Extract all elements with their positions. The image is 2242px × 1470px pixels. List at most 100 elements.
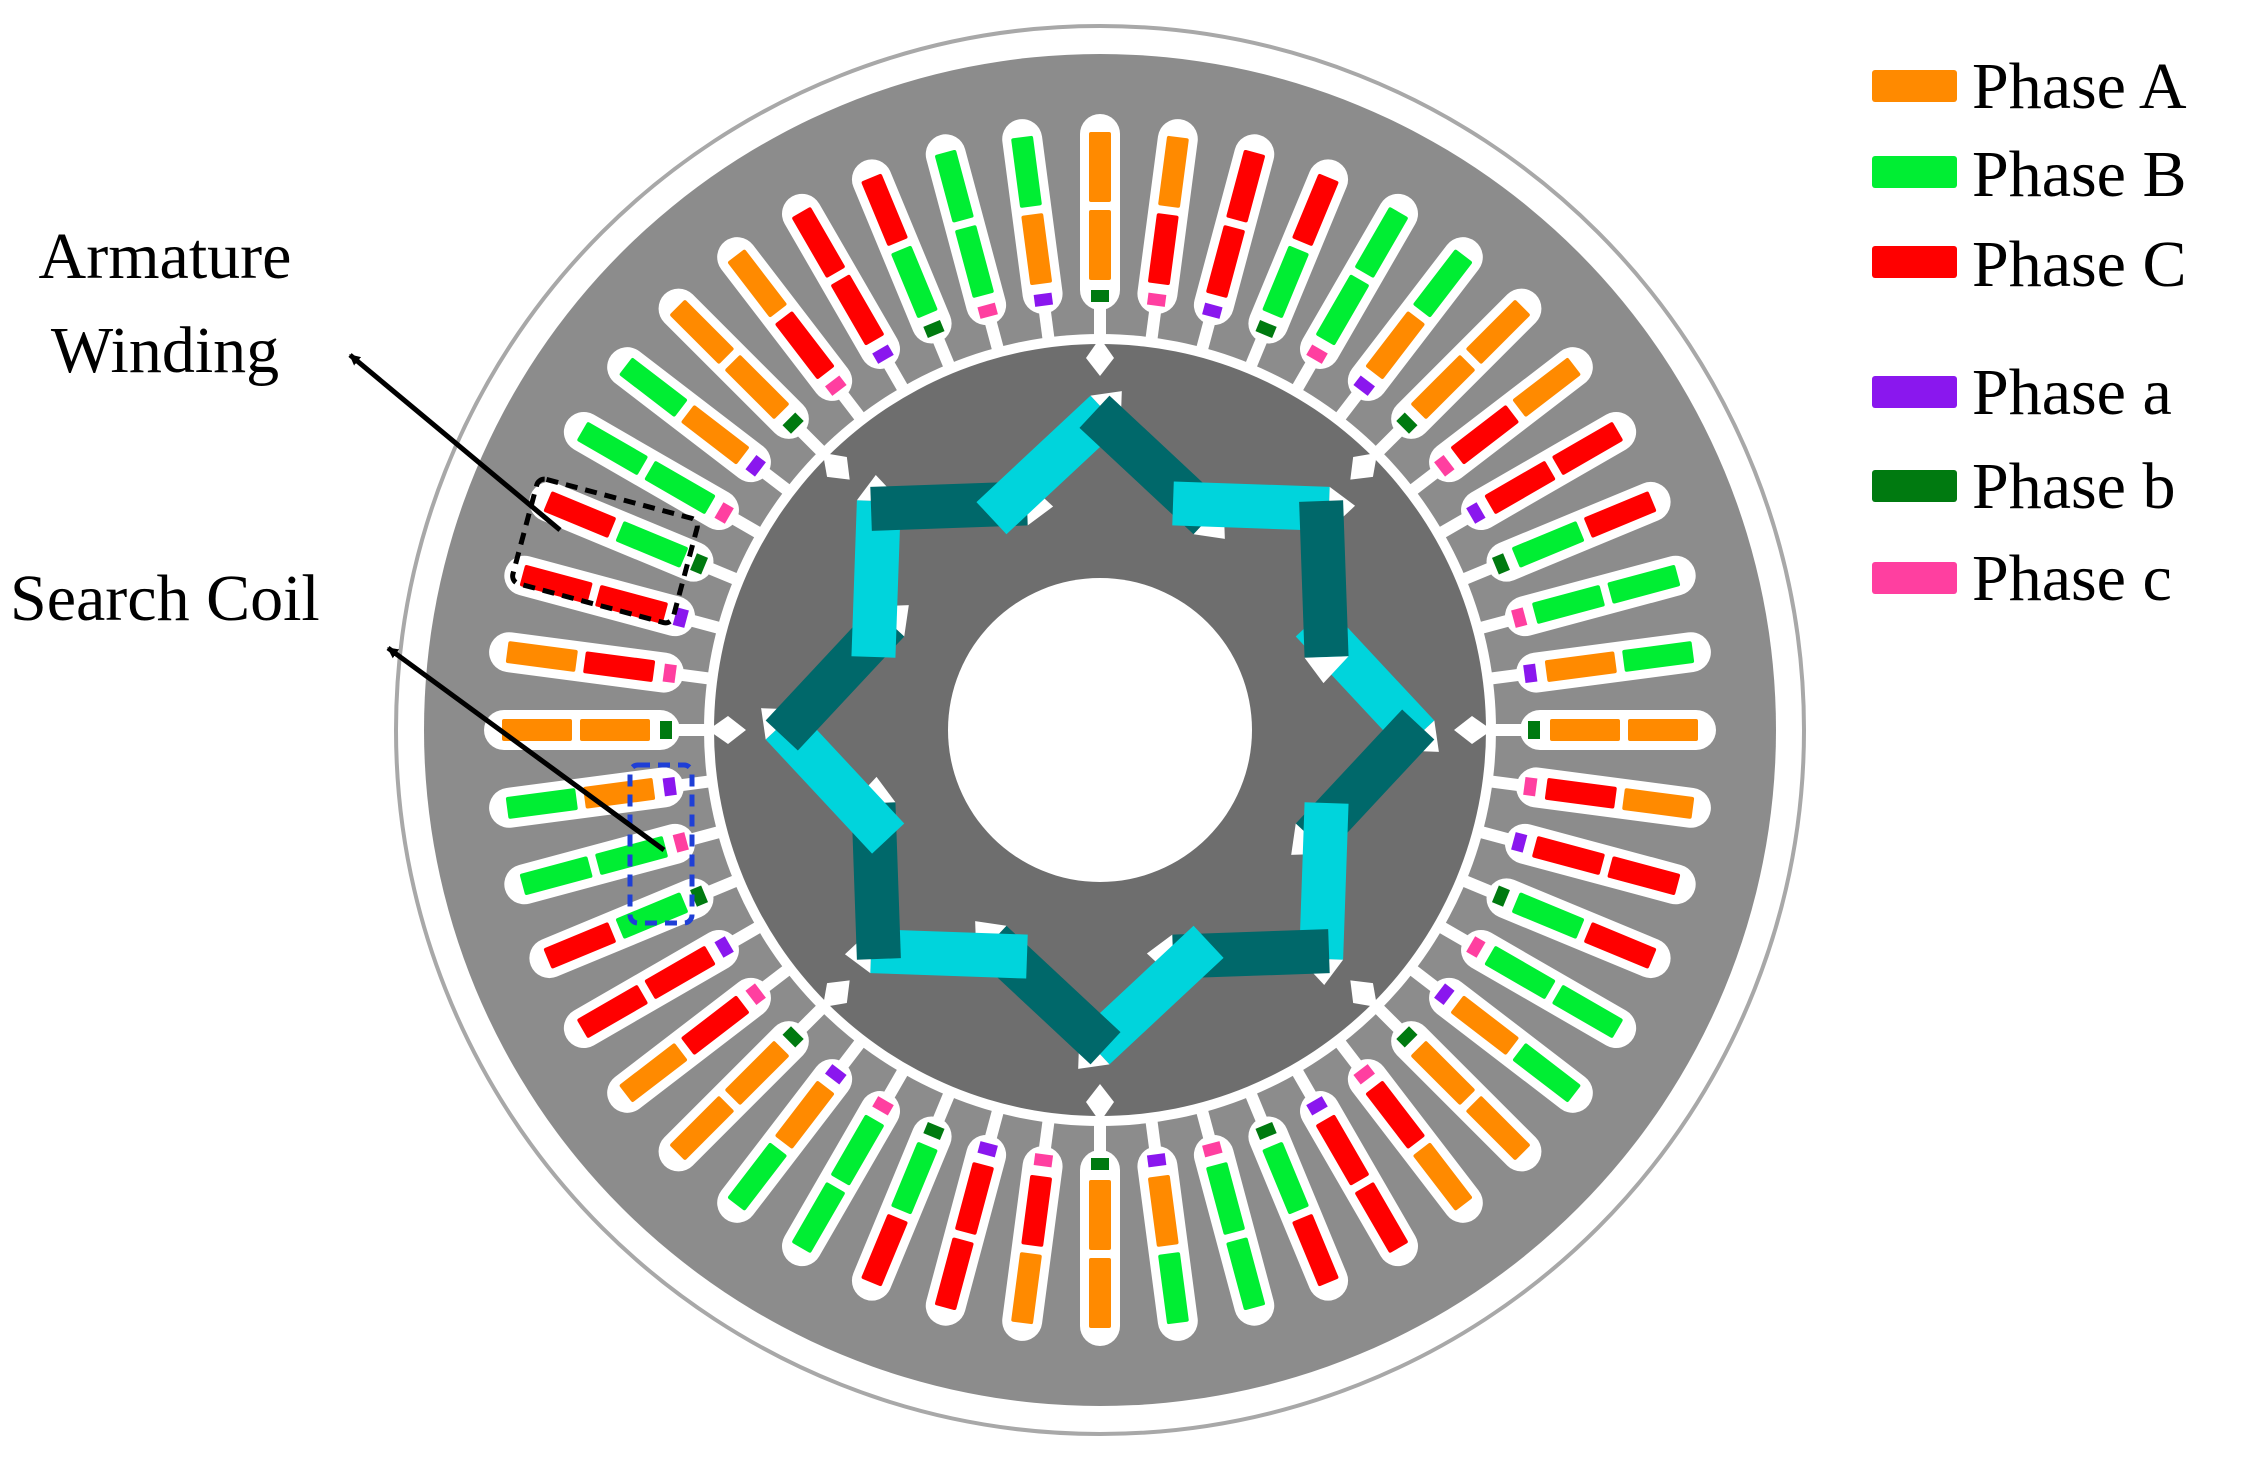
legend-item-phase-A: Phase A bbox=[1872, 50, 2187, 123]
search-coil bbox=[825, 1064, 847, 1085]
magnet-light bbox=[851, 500, 901, 658]
search-coil bbox=[690, 553, 709, 575]
armature-coil-outer bbox=[1226, 149, 1265, 223]
stator-slot bbox=[1002, 119, 1063, 343]
armature-coil-outer bbox=[935, 149, 974, 223]
armature-coil-inner bbox=[583, 778, 656, 809]
stator-slot bbox=[1436, 412, 1637, 540]
search-coil bbox=[977, 302, 998, 319]
armature-winding-box bbox=[510, 476, 700, 626]
stator-slot bbox=[489, 632, 713, 693]
armature-coil-inner bbox=[1544, 651, 1617, 682]
armature-coil-outer bbox=[1292, 1214, 1339, 1287]
stator-slot bbox=[1459, 481, 1671, 586]
legend-label: Phase c bbox=[1972, 542, 2172, 615]
search-coil bbox=[1466, 502, 1486, 524]
armature-coil-outer bbox=[543, 491, 616, 538]
search-coil bbox=[782, 1026, 804, 1048]
armature-winding-arrow bbox=[348, 353, 562, 532]
stator-slot bbox=[1492, 710, 1716, 750]
search-coil bbox=[782, 412, 804, 434]
armature-coil-inner bbox=[615, 892, 688, 939]
legend-swatch bbox=[1872, 376, 1957, 408]
armature-coil-inner bbox=[1411, 1041, 1475, 1105]
armature-coil-inner bbox=[831, 1114, 884, 1186]
armature-coil-inner bbox=[775, 1081, 834, 1149]
motor-diagram bbox=[394, 24, 1806, 1436]
search-coil bbox=[1511, 607, 1528, 628]
search-coil bbox=[1396, 412, 1418, 434]
stator-slot bbox=[1290, 193, 1418, 394]
armature-coil-inner bbox=[1366, 1081, 1425, 1149]
armature-coil-inner bbox=[1089, 1180, 1111, 1250]
legend-item-phase-c: Phase c bbox=[1872, 542, 2172, 615]
legend-swatch bbox=[1872, 70, 1957, 102]
armature-coil-inner bbox=[1451, 405, 1519, 464]
stator-slot bbox=[1244, 159, 1349, 371]
armature-coil-outer bbox=[670, 300, 734, 364]
armature-coil-outer bbox=[505, 641, 578, 672]
armature-coil-inner bbox=[1532, 585, 1605, 624]
search-coil-box bbox=[627, 762, 695, 926]
stator-slot bbox=[1137, 119, 1198, 343]
magnet-light bbox=[1299, 802, 1349, 960]
armature-coil-outer bbox=[1158, 1252, 1189, 1325]
armature-coil-inner bbox=[1021, 1174, 1052, 1247]
search-coil bbox=[1523, 663, 1538, 684]
armature-coil-outer bbox=[792, 1182, 845, 1253]
armature-coil-inner bbox=[681, 996, 749, 1055]
stator-slot bbox=[1193, 134, 1275, 353]
stator-slot bbox=[1477, 823, 1696, 905]
search-coil bbox=[1255, 320, 1277, 339]
armature-coil-inner bbox=[615, 521, 688, 568]
armature-coil-outer bbox=[728, 1142, 787, 1211]
legend-item-phase-B: Phase B bbox=[1872, 138, 2187, 211]
legend-item-phase-b: Phase b bbox=[1872, 450, 2175, 523]
shaft-bore bbox=[948, 578, 1252, 882]
stator-slot bbox=[1477, 555, 1696, 637]
stator-slot bbox=[925, 134, 1007, 353]
armature-coil-outer bbox=[1512, 1043, 1581, 1102]
armature-coil-inner bbox=[644, 461, 716, 514]
legend: Phase A Phase B Phase C Phase a Phase b … bbox=[1872, 50, 2187, 615]
legend-label: Phase b bbox=[1972, 450, 2175, 523]
armature-coil-outer bbox=[792, 207, 845, 278]
leader-arrows bbox=[348, 353, 666, 853]
armature-coil-inner bbox=[955, 225, 994, 298]
stator-slot bbox=[563, 920, 764, 1048]
search-coil bbox=[1146, 292, 1167, 307]
armature-coil-outer bbox=[861, 173, 908, 246]
stator-slot bbox=[1436, 920, 1637, 1048]
armature-coil-inner bbox=[1262, 245, 1309, 318]
search-coil bbox=[872, 1096, 894, 1116]
armature-coil-outer bbox=[1512, 358, 1581, 417]
legend-label: Phase B bbox=[1972, 138, 2187, 211]
stator-slot bbox=[717, 1037, 867, 1223]
magnet-light bbox=[1172, 481, 1330, 531]
rotor-magnets bbox=[708, 338, 1492, 1122]
armature-coil-outer bbox=[502, 719, 572, 741]
search-coil bbox=[672, 832, 689, 853]
stator-slot bbox=[717, 237, 867, 423]
armature-coil-inner bbox=[955, 1162, 994, 1235]
stator-slot bbox=[925, 1107, 1007, 1326]
stator-slot bbox=[1333, 237, 1483, 423]
search-coil bbox=[1491, 885, 1510, 907]
armature-coil-outer bbox=[1413, 249, 1472, 318]
armature-coil-inner bbox=[580, 719, 650, 741]
legend-label: Phase a bbox=[1972, 356, 2172, 429]
armature-coil-outer bbox=[577, 422, 648, 475]
search-coil bbox=[1466, 936, 1486, 958]
armature-coil-inner bbox=[725, 355, 789, 419]
armature-coil-outer bbox=[619, 1043, 688, 1102]
armature-coil-inner bbox=[1206, 225, 1245, 298]
legend-label: Phase C bbox=[1972, 228, 2187, 301]
pole-tip-barrier bbox=[1086, 338, 1114, 376]
legend-swatch bbox=[1872, 470, 1957, 502]
armature-coil-outer bbox=[861, 1214, 908, 1287]
armature-coil-outer bbox=[1628, 719, 1698, 741]
search-coil bbox=[977, 1141, 998, 1158]
search-coil bbox=[662, 776, 677, 797]
search-coil-label: Search Coil bbox=[10, 562, 320, 635]
armature-coil-inner bbox=[681, 405, 749, 464]
